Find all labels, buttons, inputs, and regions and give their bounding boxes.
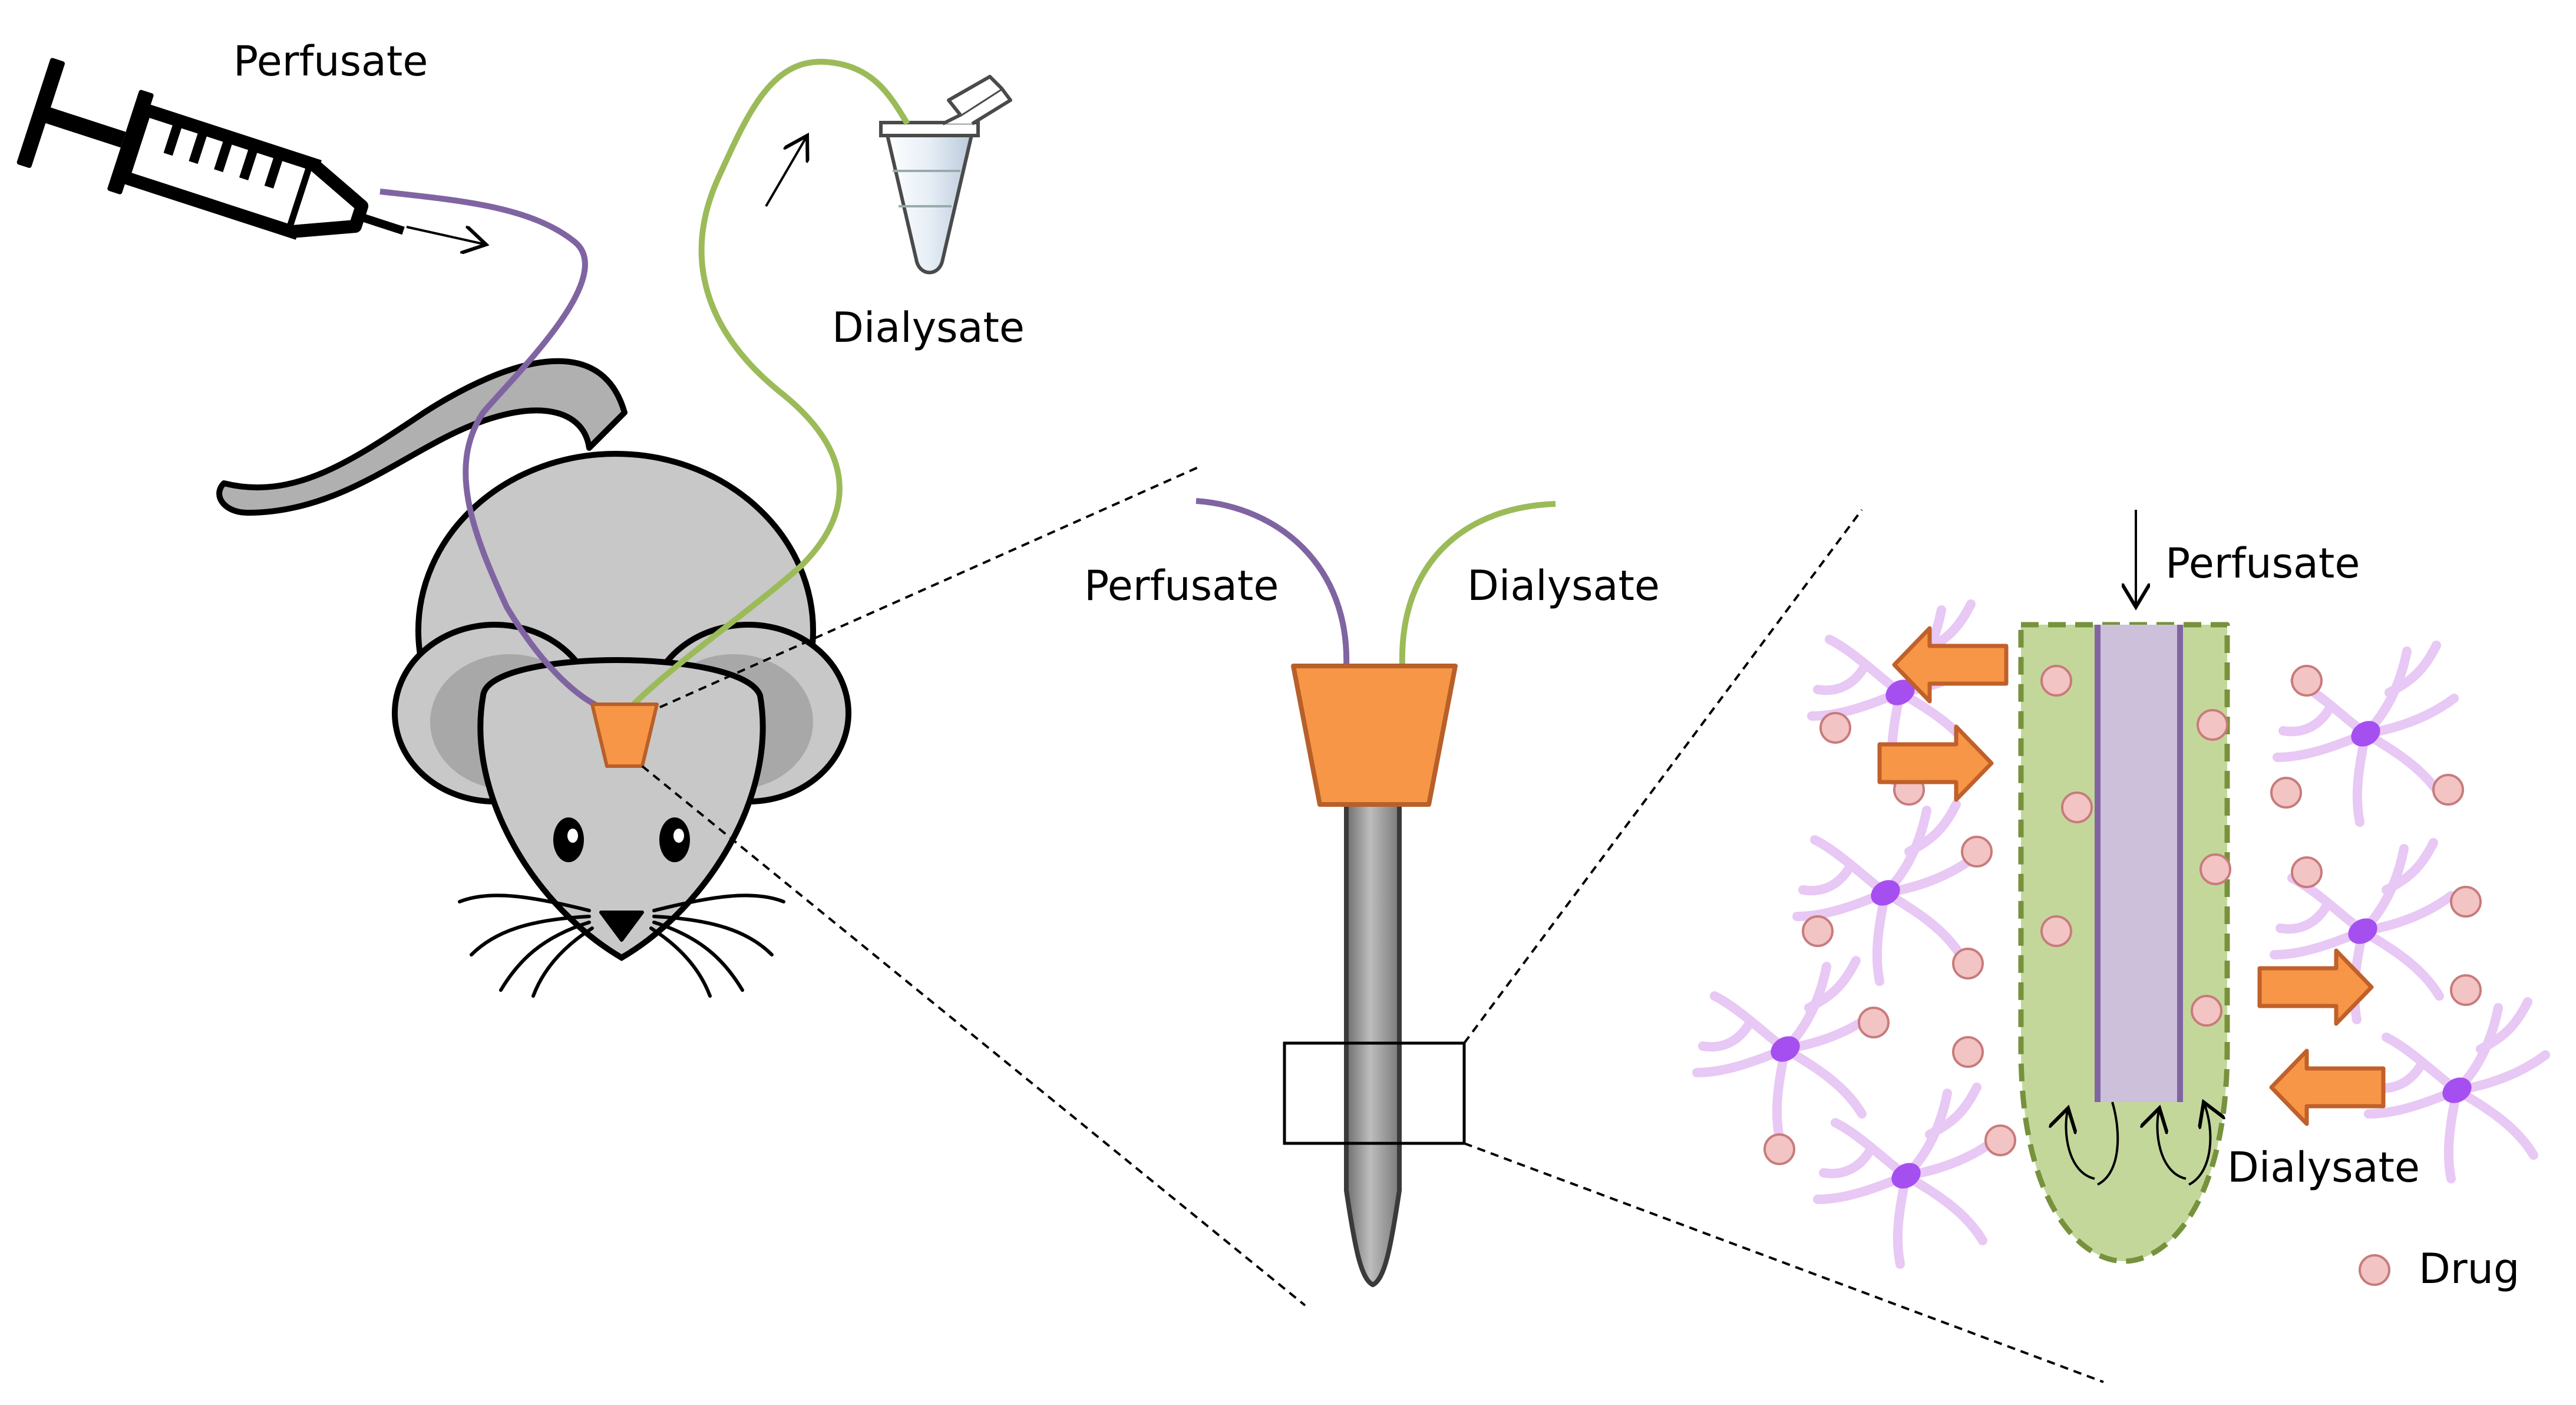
legend-drug-swatch [2359, 1254, 2390, 1286]
zoom-perfusate-label: Perfusate [2165, 539, 2360, 588]
tube-dialysate-label: Dialysate [832, 304, 1025, 352]
legend: Drug [2359, 1245, 2519, 1293]
legend-drug-label: Drug [2419, 1245, 2519, 1293]
zoom-lines-2 [1463, 509, 2104, 1383]
dialysis-membrane [2018, 622, 2230, 1264]
zoom-lines-1 [641, 464, 1306, 1307]
zoom-dialysate-label: Dialysate [2227, 1143, 2420, 1192]
perfusate-tubing [379, 189, 619, 716]
probe-tubing-perfusate [1195, 498, 1350, 667]
probe-dialysate-label: Dialysate [1467, 562, 1660, 610]
syringe [16, 58, 405, 240]
probe-perfusate-label: Perfusate [1084, 562, 1279, 610]
collection-tube [879, 75, 1012, 275]
probe-zoom-box [1283, 1041, 1466, 1145]
syringe-perfusate-label: Perfusate [233, 37, 428, 85]
probe-cap [1291, 664, 1458, 807]
dialysate-flow-arrow [765, 136, 807, 207]
inner-flow-arrows [2066, 1102, 2210, 1186]
dialysate-tubing [625, 58, 910, 713]
mouse [216, 358, 851, 998]
probe-tubing-dialysate [1399, 501, 1556, 667]
perfusate-flow-arrow [406, 227, 486, 245]
